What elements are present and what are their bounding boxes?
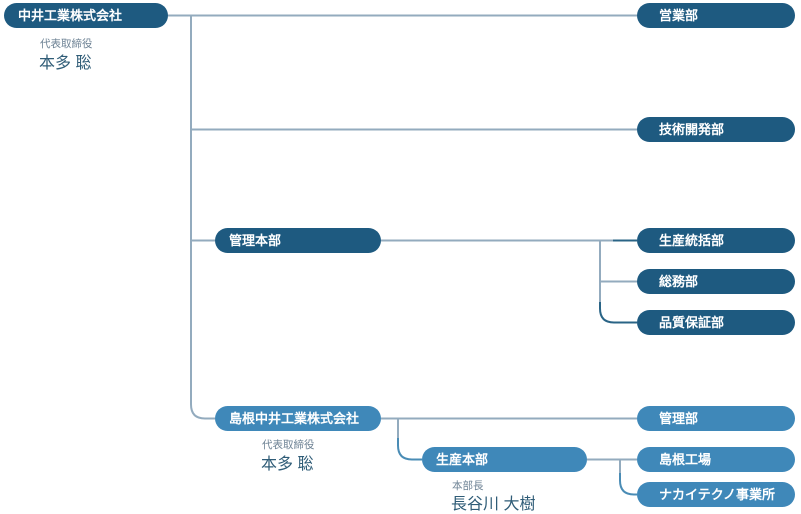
production-hq-role-label: 本部長 — [452, 480, 484, 492]
org-node-production-control-dept: 生産統括部 — [637, 228, 795, 253]
org-node-quality-assurance-dept: 品質保証部 — [637, 310, 795, 335]
org-node-shimane-factory: 島根工場 — [637, 447, 795, 472]
root-person-name: 本多 聡 — [39, 55, 92, 72]
connector-root-trunk — [190, 15, 215, 420]
org-node-sales-dept: 営業部 — [637, 3, 795, 28]
connector-curve-quality — [599, 302, 637, 324]
subsidiary-person-name: 本多 聡 — [261, 456, 314, 473]
org-node-shimane-subsidiary: 島根中井工業株式会社 — [215, 406, 381, 431]
org-node-admin-dept: 管理部 — [637, 406, 795, 431]
org-node-root-company: 中井工業株式会社 — [4, 3, 168, 28]
connector-curve-production-hq — [397, 438, 422, 461]
org-node-general-affairs-dept: 総務部 — [637, 269, 795, 294]
org-node-admin-hq: 管理本部 — [215, 228, 381, 253]
production-hq-person-name: 長谷川 大樹 — [451, 496, 536, 513]
subsidiary-role-label: 代表取締役 — [262, 439, 315, 451]
root-role-label: 代表取締役 — [40, 38, 93, 50]
org-node-tech-dev-dept: 技術開発部 — [637, 117, 795, 142]
org-node-nakai-techno-office: ナカイテクノ事業所 — [637, 482, 795, 507]
connector-curve-techno-office — [619, 473, 637, 496]
org-node-production-hq: 生産本部 — [422, 447, 587, 472]
